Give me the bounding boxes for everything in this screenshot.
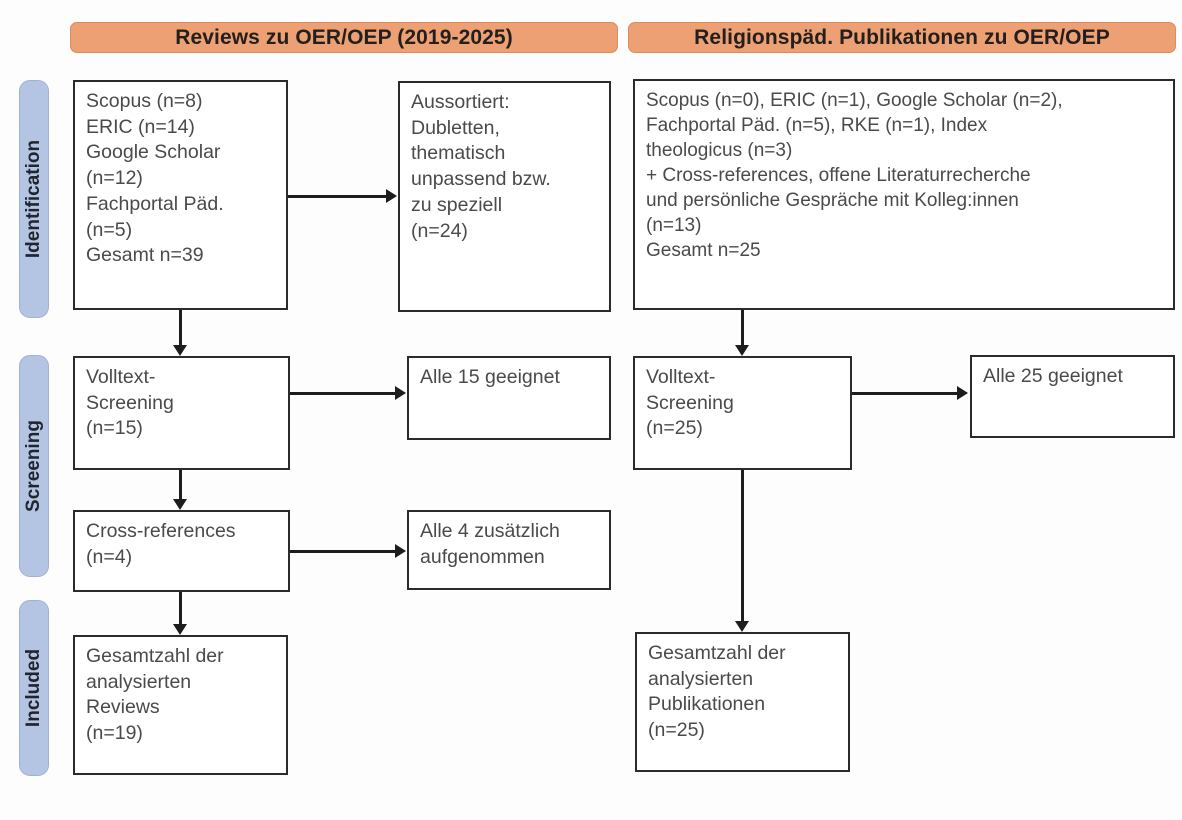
box-right-identification: Scopus (n=0), ERIC (n=1), Google Scholar… [633, 79, 1175, 310]
column-header-left: Reviews zu OER/OEP (2019-2025) [70, 22, 618, 53]
connector-right-screening-to-included [741, 470, 744, 621]
arrowhead-left-screening-to-crossreferences [173, 499, 187, 510]
arrowhead-left-crossreferences-to-result [395, 544, 406, 558]
arrowhead-left-crossreferences-to-included [173, 624, 187, 635]
stage-label-screening-text: Screening [23, 420, 44, 512]
arrowhead-right-identification-to-screening [735, 345, 749, 356]
arrowhead-left-identification-to-excluded [386, 189, 397, 203]
connector-left-identification-to-excluded [288, 195, 386, 198]
box-left-included: Gesamtzahl der analysierten Reviews (n=1… [73, 635, 288, 775]
box-left-excluded: Aussortiert: Dubletten, thematisch unpas… [398, 81, 611, 312]
column-header-right: Religionspäd. Publikationen zu OER/OEP [628, 22, 1176, 53]
stage-label-identification: Identification [19, 80, 49, 318]
box-left-screening-result: Alle 15 geeignet [407, 356, 611, 440]
arrowhead-left-screening-to-result [395, 386, 406, 400]
stage-label-included-text: Included [23, 648, 44, 728]
connector-left-screening-to-crossreferences [179, 470, 182, 499]
box-left-crossreferences-result: Alle 4 zusätzlich aufgenommen [407, 510, 611, 590]
arrowhead-right-screening-to-included [735, 621, 749, 632]
box-right-screening: Volltext- Screening (n=25) [633, 356, 852, 470]
box-left-screening: Volltext- Screening (n=15) [73, 356, 290, 470]
box-right-included: Gesamtzahl der analysierten Publikatione… [635, 632, 850, 772]
box-left-identification: Scopus (n=8) ERIC (n=14) Google Scholar … [73, 80, 288, 310]
stage-label-screening: Screening [19, 355, 49, 577]
box-right-screening-result: Alle 25 geeignet [970, 355, 1175, 438]
stage-label-identification-text: Identification [23, 139, 44, 259]
connector-left-identification-to-screening [179, 310, 182, 345]
connector-left-crossreferences-to-included [179, 592, 182, 624]
arrowhead-left-identification-to-screening [173, 345, 187, 356]
connector-right-identification-to-screening [741, 310, 744, 345]
stage-label-included: Included [19, 600, 49, 776]
box-left-crossreferences: Cross-references (n=4) [73, 510, 290, 592]
connector-left-screening-to-result [290, 392, 395, 395]
connector-left-crossreferences-to-result [290, 550, 395, 553]
connector-right-screening-to-result [852, 392, 957, 395]
arrowhead-right-screening-to-result [957, 386, 968, 400]
